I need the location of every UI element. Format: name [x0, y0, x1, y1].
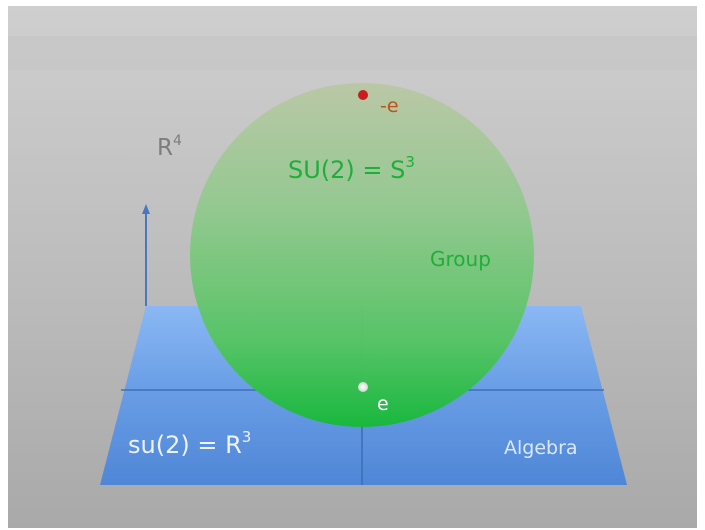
- e-label: e: [377, 393, 389, 415]
- algebra-label: Algebra: [504, 437, 578, 459]
- neg-e-label: -e: [380, 95, 399, 117]
- top-blur-band: [8, 36, 697, 70]
- group-equation-label: SU(2) = S3: [288, 153, 415, 184]
- neg-e-point: [358, 90, 368, 100]
- algebra-equation-label: su(2) = R3: [128, 428, 251, 459]
- group-label: Group: [430, 247, 491, 271]
- e-point: [358, 382, 368, 392]
